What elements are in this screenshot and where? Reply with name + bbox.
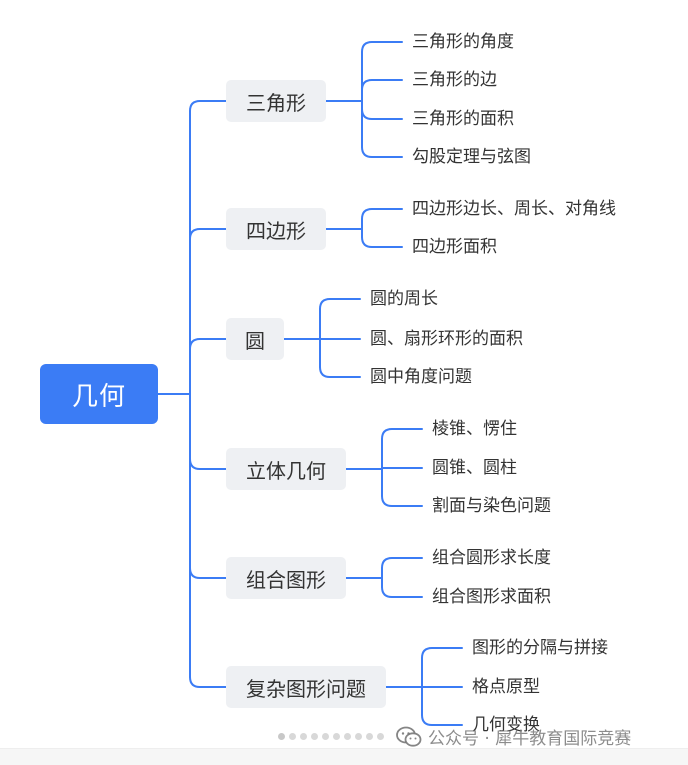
leaf-item: 组合图形求面积	[432, 587, 551, 607]
leaf-connector	[319, 298, 361, 310]
leaf-item: 三角形的面积	[412, 109, 514, 129]
branch-label: 三角形	[246, 90, 306, 115]
leaf-connector	[381, 495, 423, 507]
leaf-item: 棱锥、愣住	[432, 419, 517, 439]
leaf-connector	[381, 586, 423, 598]
leaf-item: 勾股定理与弦图	[412, 147, 531, 167]
branch-label: 组合图形	[246, 567, 326, 592]
watermark: 公众号 · 犀牛教育国际竞赛	[396, 724, 631, 749]
page-dot	[344, 733, 351, 740]
branch-connector	[189, 676, 227, 688]
page-dot	[355, 733, 362, 740]
leaf-item: 图形的分隔与拼接	[472, 638, 608, 658]
branch-complex-figures: 复杂图形问题	[226, 666, 386, 708]
leaf-item: 割面与染色问题	[432, 496, 551, 516]
branch-label: 四边形	[246, 218, 306, 243]
leaf-item: 几何变换	[472, 715, 540, 735]
branch-triangle: 三角形	[226, 80, 326, 122]
branch-quadrilateral: 四边形	[226, 208, 326, 250]
leaf-connector	[361, 236, 403, 248]
page-dot	[366, 733, 373, 740]
branch-connector	[189, 228, 227, 240]
leaf-connector	[381, 557, 423, 569]
page-dot	[300, 733, 307, 740]
branch-connector	[189, 458, 227, 470]
leaf-connector	[361, 146, 403, 158]
root-label: 几何	[71, 381, 126, 412]
root-node: 几何	[40, 364, 158, 424]
page-dot	[289, 733, 296, 740]
leaf-connector	[361, 79, 403, 91]
leaf-connector	[361, 208, 403, 220]
leaf-item: 圆锥、圆柱	[432, 458, 517, 478]
page-dot	[278, 733, 285, 740]
page-dot	[322, 733, 329, 740]
branch-circle: 圆	[226, 318, 284, 360]
branch-combined-figures: 组合图形	[226, 557, 346, 599]
branch-connector	[189, 100, 227, 112]
leaf-item: 格点原型	[472, 677, 540, 697]
page-indicator	[278, 733, 384, 740]
branch-connector	[189, 567, 227, 579]
leaf-item: 圆的周长	[370, 289, 438, 309]
footer-bar	[0, 748, 688, 765]
leaf-item: 三角形的角度	[412, 32, 514, 52]
page-dot	[333, 733, 340, 740]
leaf-connector	[319, 366, 361, 378]
page-dot	[377, 733, 384, 740]
wechat-icon	[396, 726, 422, 748]
leaf-connector	[421, 647, 463, 659]
leaf-connector	[421, 714, 463, 726]
page-dot	[311, 733, 318, 740]
leaf-connector	[361, 41, 403, 53]
watermark-text: 公众号 · 犀牛教育国际竞赛	[428, 729, 632, 749]
leaf-item: 圆、扇形环形的面积	[370, 329, 523, 349]
leaf-item: 四边形面积	[412, 237, 497, 257]
branch-label: 复杂图形问题	[246, 676, 366, 701]
branch-label: 立体几何	[246, 458, 326, 483]
branch-connector	[189, 338, 227, 350]
leaf-item: 四边形边长、周长、对角线	[412, 199, 616, 219]
leaf-item: 圆中角度问题	[370, 367, 472, 387]
leaf-item: 三角形的边	[412, 70, 497, 90]
branch-solid-geometry: 立体几何	[226, 448, 346, 490]
leaf-item: 组合圆形求长度	[432, 548, 551, 568]
leaf-connector	[361, 108, 403, 120]
leaf-connector	[381, 428, 423, 440]
branch-label: 圆	[245, 328, 265, 353]
